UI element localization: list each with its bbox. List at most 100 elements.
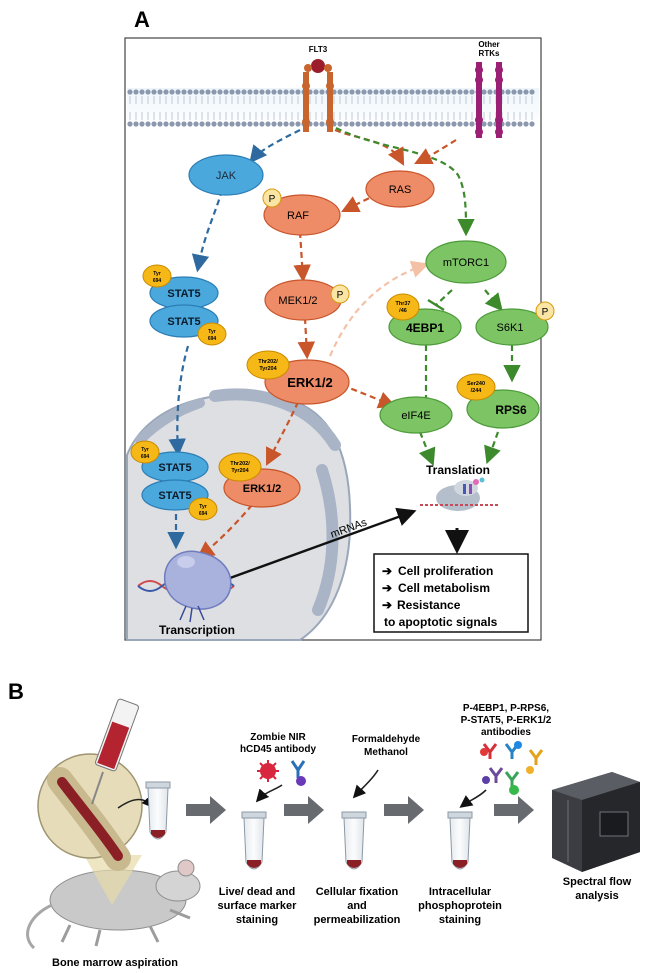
step-arrow: [186, 796, 534, 824]
translation-label: Translation: [426, 463, 490, 477]
methanol-label: Methanol: [364, 747, 408, 758]
svg-text:/46: /46: [399, 308, 407, 314]
svg-text:Resistance: Resistance: [397, 598, 461, 612]
step-intracellular-label: phosphoprotein: [418, 900, 502, 912]
step-fixation-label: Cellular fixation: [316, 886, 399, 898]
svg-text:Tyr: Tyr: [199, 504, 206, 510]
phospho-p-badge: P: [262, 188, 282, 208]
svg-text:Other: Other: [478, 40, 499, 49]
svg-text:Tyr204: Tyr204: [259, 366, 277, 372]
svg-text:Thr202/: Thr202/: [258, 359, 278, 365]
svg-text:MEK1/2: MEK1/2: [278, 295, 317, 307]
bone-magnified-icon: [37, 753, 143, 905]
svg-text:STAT5: STAT5: [167, 288, 200, 300]
svg-text:Tyr: Tyr: [153, 271, 160, 277]
zombie-dye-icon: [257, 760, 279, 782]
svg-text:RAF: RAF: [287, 210, 309, 222]
svg-text:ERK1/2: ERK1/2: [287, 375, 333, 390]
svg-text:eIF4E: eIF4E: [401, 410, 430, 422]
svg-text:➔: ➔: [382, 581, 392, 595]
svg-text:ERK1/2: ERK1/2: [243, 483, 282, 495]
svg-text:Cell proliferation: Cell proliferation: [398, 564, 493, 578]
phospho-thr37-46-badge: Thr37/46: [386, 293, 420, 321]
step-live-dead-label: staining: [236, 914, 278, 926]
mrna-export-arrow: [229, 507, 417, 580]
phospho-ser240-244-badge: Ser240/244: [456, 373, 496, 401]
svg-text:4EBP1: 4EBP1: [406, 321, 444, 335]
svg-text:FLT3: FLT3: [309, 45, 328, 54]
mtorc1-node: [425, 240, 507, 284]
step-fixation-label: permeabilization: [314, 914, 401, 926]
pathway-arrows: [167, 127, 521, 559]
phospho-thr202-tyr204-badge: Thr202/Tyr204: [218, 452, 262, 482]
jak-node: [188, 154, 264, 196]
rna-polymerase-icon: [163, 550, 232, 623]
other-rtks-receptor: Other RTKs: [475, 40, 503, 138]
step-fixation-label: and: [347, 900, 367, 912]
step-intracellular-label: staining: [439, 914, 481, 926]
svg-text:694: 694: [153, 278, 162, 284]
svg-text:S6K1: S6K1: [497, 322, 524, 334]
zombie-nir-label: Zombie NIR: [250, 732, 306, 743]
antibodies-label-3: antibodies: [481, 727, 531, 738]
rps6-node: [466, 389, 540, 429]
step-analysis-label: analysis: [575, 890, 618, 902]
raf-node: [263, 194, 341, 236]
outcome-box: ➔ Cell proliferation ➔ Cell metabolism ➔…: [373, 553, 529, 633]
step-intracellular-label: Intracellular: [429, 886, 492, 898]
phospho-thr202-tyr204-badge: Thr202/Tyr204: [246, 350, 290, 380]
mouse-icon: [26, 859, 201, 950]
svg-text:➔: ➔: [382, 564, 392, 578]
phospho-p-badge: P: [330, 284, 350, 304]
svg-text:Tyr: Tyr: [141, 447, 148, 453]
svg-text:Tyr204: Tyr204: [231, 468, 249, 474]
formaldehyde-label: Formaldehyde: [352, 734, 421, 745]
svg-text:P: P: [542, 307, 549, 318]
svg-text:Ser240: Ser240: [467, 381, 485, 387]
svg-text:RAS: RAS: [389, 184, 412, 196]
svg-text:Tyr: Tyr: [208, 329, 215, 335]
step-live-dead-label: Live/ dead and: [219, 886, 295, 898]
svg-text:/244: /244: [471, 388, 483, 394]
svg-text:Thr202/: Thr202/: [230, 461, 250, 467]
curved-arrows: [255, 769, 487, 808]
svg-text:P: P: [337, 290, 344, 301]
svg-text:to apoptotic signals: to apoptotic signals: [384, 615, 498, 629]
phospho-antibody-icons: [480, 741, 544, 795]
svg-text:P: P: [269, 194, 276, 205]
svg-text:STAT5: STAT5: [167, 316, 200, 328]
svg-text:STAT5: STAT5: [158, 462, 191, 474]
svg-text:Cell metabolism: Cell metabolism: [398, 581, 490, 595]
tube-icon: [341, 811, 367, 870]
eif4e-node: [379, 396, 453, 434]
hcd45-antibody-label: hCD45 antibody: [240, 744, 317, 755]
svg-text:694: 694: [208, 336, 217, 342]
svg-text:694: 694: [199, 511, 208, 517]
svg-text:Thr37: Thr37: [396, 301, 411, 307]
step-analysis-label: Spectral flow: [563, 876, 632, 888]
svg-text:mTORC1: mTORC1: [443, 257, 489, 269]
bone-marrow-aspiration-label: Bone marrow aspiration: [52, 957, 178, 969]
tube-icon: [241, 811, 267, 870]
nucleus: [126, 388, 352, 641]
svg-text:STAT5: STAT5: [158, 490, 191, 502]
svg-text:➔: ➔: [382, 598, 392, 612]
svg-text:RPS6: RPS6: [495, 403, 527, 417]
phospho-p-badge: P: [535, 301, 555, 321]
antibody-icon: [290, 760, 306, 786]
ras-node: [365, 170, 435, 208]
antibodies-label-2: P-STAT5, P-ERK1/2: [461, 715, 552, 726]
antibodies-label-1: P-4EBP1, P-RPS6,: [463, 703, 549, 714]
panel-b-label: B: [8, 679, 24, 704]
tube-icon: [145, 781, 171, 840]
svg-text:RTKs: RTKs: [479, 49, 500, 58]
svg-text:JAK: JAK: [216, 170, 237, 182]
step-live-dead-label: surface marker: [218, 900, 298, 912]
tube-icon: [447, 811, 473, 870]
flt3-receptor: FLT3: [302, 45, 334, 132]
